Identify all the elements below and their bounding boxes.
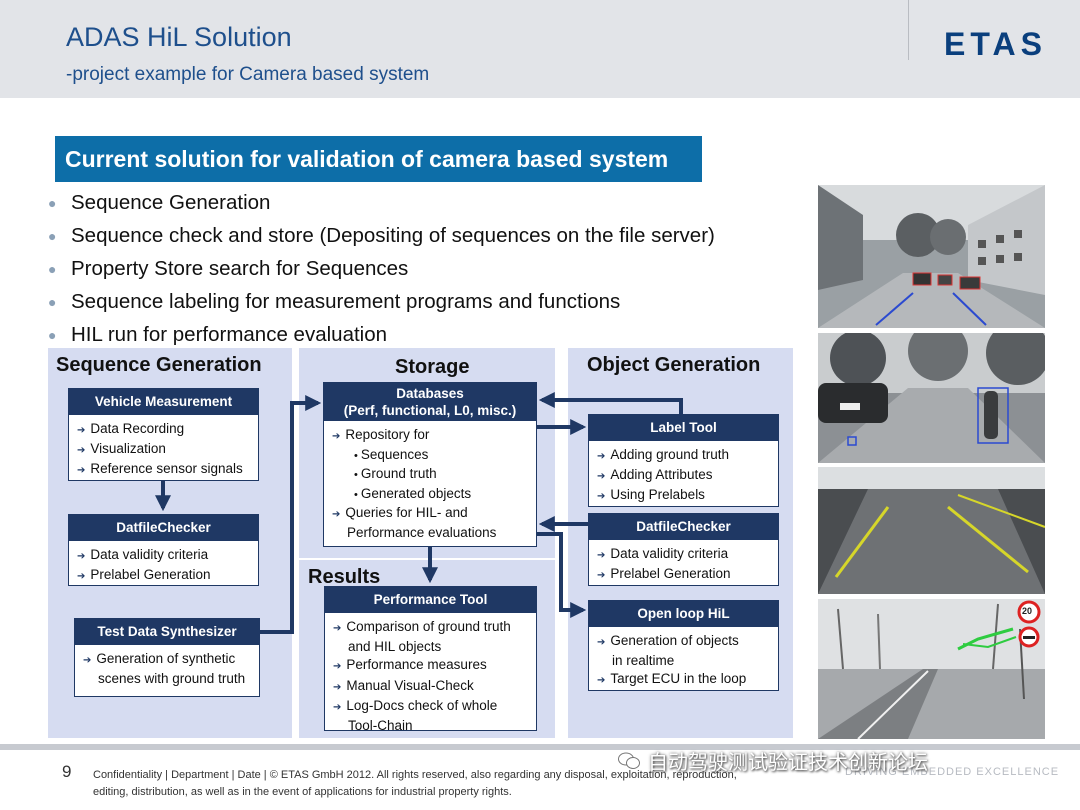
arrow-bullet-icon: ➔ <box>77 425 86 436</box>
etas-logo: ETAS <box>944 26 1047 62</box>
box-title: Performance Tool <box>325 587 536 613</box>
box-datfilechecker-right: DatfileChecker ➔Data validity criteria ➔… <box>588 513 779 586</box>
box-title: Vehicle Measurement <box>69 389 258 415</box>
box-title: DatfileChecker <box>589 514 778 540</box>
arrow-bullet-icon: ➔ <box>597 675 606 687</box>
arrow-synth-to-db <box>260 395 322 634</box>
wechat-icon <box>618 752 640 770</box>
bullet-list: ●Sequence Generation ●Sequence check and… <box>48 186 715 351</box>
arrow-bullet-icon: ➔ <box>597 471 606 483</box>
photo-lane-detection <box>818 467 1045 594</box>
arrow-db-to-openloop <box>537 532 587 618</box>
dot-bullet-icon: • <box>354 469 358 482</box>
section-banner: Current solution for validation of camer… <box>55 136 702 182</box>
bullet-item: ●Sequence labeling for measurement progr… <box>48 289 621 313</box>
arrow-bullet-icon: ➔ <box>77 571 86 583</box>
bullet-dot-icon: ● <box>48 227 57 244</box>
bullet-dot-icon: ● <box>48 326 57 343</box>
arrow-bullet-icon: ➔ <box>332 508 341 520</box>
arrow-bullet-icon: ➔ <box>333 661 342 673</box>
panel-title-results: Results <box>308 566 381 588</box>
arrow-bullet-icon: ➔ <box>597 550 606 561</box>
box-label-tool: Label Tool ➔Adding ground truth ➔Adding … <box>588 414 779 507</box>
dot-bullet-icon: • <box>354 450 358 463</box>
arrow-bullet-icon: ➔ <box>597 570 606 582</box>
panel-title-storage: Storage <box>395 356 470 378</box>
arrow-bullet-icon: ➔ <box>597 637 606 648</box>
watermark: 自动驾驶测试验证技术创新论坛 <box>618 746 928 775</box>
arrow-label-to-db <box>538 392 683 414</box>
speed-sign-label: 20 <box>1022 606 1033 616</box>
arrow-bullet-icon: ➔ <box>333 623 342 634</box>
bullet-item: ●Sequence Generation <box>48 190 271 214</box>
box-test-data-synthesizer: Test Data Synthesizer ➔Generation of syn… <box>74 618 260 697</box>
box-open-loop-hil: Open loop HiL ➔Generation of objects in … <box>588 600 779 691</box>
box-title: DatfileChecker <box>69 515 258 541</box>
footer-tagline: DRIVING EMBEDDED EXCELLENCE <box>845 766 1060 778</box>
box-title: Open loop HiL <box>589 601 778 627</box>
photo-pedestrian-detection <box>818 333 1045 463</box>
arrow-bullet-icon: ➔ <box>597 491 606 503</box>
arrow-bullet-icon: ➔ <box>333 701 342 713</box>
box-title: Test Data Synthesizer <box>75 619 259 645</box>
box-datfilechecker-left: DatfileChecker ➔Data validity criteria ➔… <box>68 514 259 586</box>
panel-title-sequence-generation: Sequence Generation <box>56 354 262 376</box>
box-databases: Databases(Perf, functional, L0, misc.) ➔… <box>323 382 537 547</box>
bullet-dot-icon: ● <box>48 260 57 277</box>
bullet-item: ●Property Store search for Sequences <box>48 256 409 280</box>
footer-text: Confidentiality | Department | Date | © … <box>93 769 737 798</box>
box-title: Databases(Perf, functional, L0, misc.) <box>324 383 536 421</box>
photo-street-camera-view <box>818 185 1045 328</box>
bullet-dot-icon: ● <box>48 194 57 211</box>
box-vehicle-measurement: Vehicle Measurement ➔Data Recording ➔Vis… <box>68 388 259 481</box>
arrow-bullet-icon: ➔ <box>333 681 342 693</box>
box-title: Label Tool <box>589 415 778 441</box>
arrow-bullet-icon: ➔ <box>77 465 86 477</box>
arrow-bullet-icon: ➔ <box>332 431 341 442</box>
arrow-bullet-icon: ➔ <box>83 655 92 666</box>
dot-bullet-icon: • <box>354 488 358 501</box>
box-performance-tool: Performance Tool ➔Comparison of ground t… <box>324 586 537 733</box>
arrow-bullet-icon: ➔ <box>77 551 86 562</box>
page-number: 9 <box>62 762 72 781</box>
bullet-item: ●HIL run for performance evaluation <box>48 322 388 346</box>
footer-rule <box>0 744 1080 750</box>
photo-traffic-sign-detection <box>818 599 1045 739</box>
arrow-bullet-icon: ➔ <box>597 451 606 462</box>
slide-title: ADAS HiL Solution <box>66 22 292 52</box>
slide-header: ADAS HiL Solution -project example for C… <box>0 0 1080 98</box>
bullet-dot-icon: ● <box>48 293 57 310</box>
arrow-bullet-icon: ➔ <box>77 445 86 457</box>
header-divider <box>908 0 909 60</box>
slide-subtitle: -project example for Camera based system <box>66 64 430 85</box>
panel-title-object-generation: Object Generation <box>587 354 761 376</box>
bullet-item: ●Sequence check and store (Depositing of… <box>48 223 715 247</box>
